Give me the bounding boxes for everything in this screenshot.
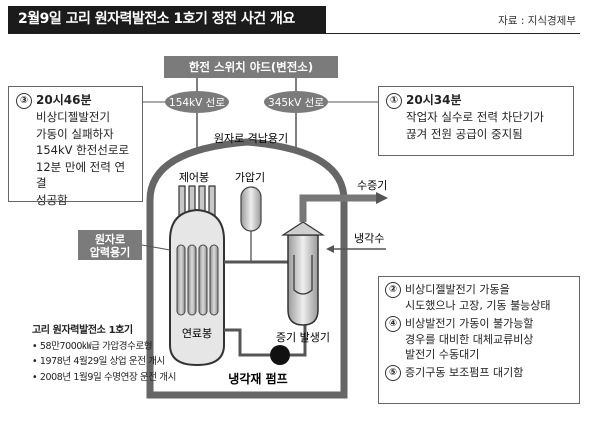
- steam-pipe: [299, 194, 376, 222]
- line-154-label: 154kV 선로: [169, 97, 225, 109]
- fuel-rod-label: 연료봉: [182, 327, 212, 340]
- steam-generator-dome: [280, 221, 326, 236]
- cold-leg-pipe: [224, 328, 270, 357]
- cooling-water-label: 냉각수: [354, 232, 384, 245]
- note-4-line-3: 발전기 수동대기: [405, 348, 480, 361]
- containment-label: 원자로 격납용기: [214, 132, 288, 145]
- note-1-number: ①: [386, 93, 402, 109]
- note-bottom-box: ② 비상디젤발전기 가동을 시도했으나 고장, 기동 불능상태 ④ 비상발전기 가동…: [378, 276, 580, 404]
- note-1-line-1: 작업자 실수로 전력 차단기가: [406, 110, 544, 124]
- note-5: ⑤ 증기구동 보조펌프 대기함: [385, 364, 573, 381]
- steam-generator-tubes: [293, 255, 313, 295]
- cooling-water-arrow-icon: [326, 245, 334, 253]
- note-3-line-1: 비상디젤발전기: [36, 110, 111, 124]
- switch-yard-label: 한전 스위치 야드(변전소): [189, 60, 313, 74]
- note-1-time: 20시34분: [406, 93, 462, 107]
- spec-item-1: • 58만7000㎾급 가압경수로형: [32, 340, 153, 352]
- note-4-line-1: 비상발전기 가동이 불가능할: [405, 316, 534, 330]
- line-154-oval: [165, 91, 229, 113]
- steam-generator-label: 증기 발생기: [276, 331, 330, 344]
- note-2-line-1: 비상디젤발전기 가동을: [405, 283, 510, 296]
- steam-generator: [287, 234, 319, 326]
- note-4-number: ④: [385, 315, 401, 332]
- note-3-line-3: 154kV 한전선로로: [36, 143, 130, 157]
- source-credit: 자료 : 지식경제부: [498, 15, 576, 27]
- note-3-time: 20시46분: [36, 93, 92, 107]
- steam-arrow-icon: [376, 192, 388, 204]
- note-1-line-2: 끊겨 전원 공급이 중지됨: [406, 126, 523, 141]
- pressurizer-label: 가압기: [235, 171, 265, 184]
- spec-item-3: • 2008년 1월9일 수명연장 운전 개시: [32, 371, 176, 383]
- header-divider: [8, 33, 580, 34]
- note-3-number: ③: [16, 93, 32, 109]
- note-1-box: ① 20시34분 작업자 실수로 전력 차단기가 끊겨 전원 공급이 중지됨: [378, 86, 574, 156]
- coolant-pump: [270, 345, 290, 365]
- fuel-rods: [176, 244, 219, 316]
- note-2: ② 비상디젤발전기 가동을 시도했으나 고장, 기동 불능상태: [385, 282, 573, 314]
- pressurizer: [240, 186, 262, 232]
- steam-label: 수증기: [357, 179, 387, 192]
- note-4: ④ 비상발전기 가동이 불가능할 경우를 대비한 대체교류비상 발전기 수동대기: [385, 315, 573, 363]
- note-3-line-5: 성공함: [36, 192, 68, 207]
- control-rod-label: 제어봉: [179, 171, 209, 184]
- reactor-vessel-callout: [78, 230, 142, 260]
- note-5-number: ⑤: [385, 364, 401, 381]
- note-2-line-2: 시도했으나 고장, 기동 불능상태: [405, 299, 551, 312]
- spec-title: 고리 원자력발전소 1호기: [32, 325, 133, 336]
- reactor-vessel-label-1: 원자로: [95, 232, 125, 246]
- reactor-vessel-leader: [141, 244, 171, 251]
- note-5-line-1: 증기구동 보조펌프 대기함: [405, 365, 524, 379]
- note-3-line-4: 12분 만에 전력 연결: [36, 159, 126, 191]
- line-345-label: 345kV 선로: [268, 97, 324, 109]
- note-2-number: ②: [385, 282, 401, 298]
- spec-item-2: • 1978년 4월29일 상업 운전 개시: [32, 356, 165, 367]
- reactor-vessel-label-2: 압력용기: [90, 245, 130, 259]
- line-345-oval: [264, 91, 328, 113]
- plant-spec: 고리 원자력발전소 1호기 • 58만7000㎾급 가압경수로형 • 1978년…: [32, 323, 176, 385]
- page-title: 2월9일 고리 원자력발전소 1호기 정전 사건 개요: [8, 6, 326, 33]
- note-4-line-2: 경우를 대비한 대체교류비상: [405, 332, 534, 346]
- note-3-box: ③ 20시46분 비상디젤발전기 가동이 실패하자 154kV 한전선로로 12분…: [8, 86, 143, 207]
- header: 2월9일 고리 원자력발전소 1호기 정전 사건 개요 자료 : 지식경제부: [8, 6, 580, 33]
- switch-yard-box: [164, 56, 338, 78]
- note-3-line-2: 가동이 실패하자: [36, 126, 114, 141]
- coolant-pump-label: 냉각재 펌프: [228, 371, 287, 386]
